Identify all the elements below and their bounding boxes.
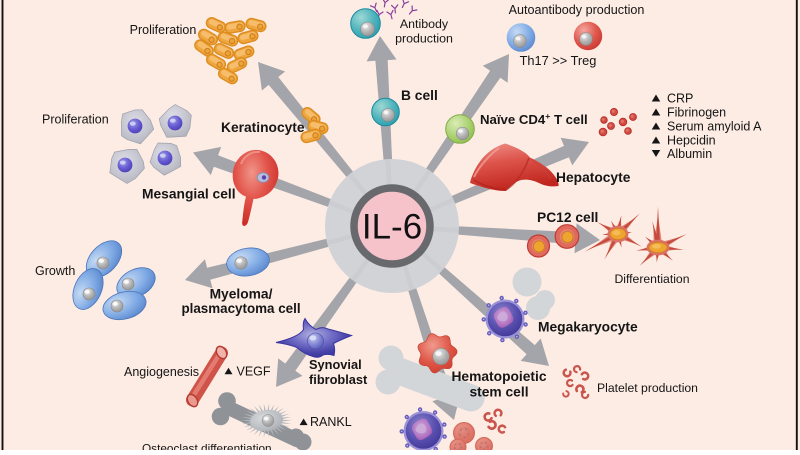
svg-text:Autoantibody production: Autoantibody production (509, 3, 645, 17)
svg-text:Fibrinogen: Fibrinogen (667, 105, 726, 119)
svg-text:Naïve CD4+ T cell: Naïve CD4+ T cell (480, 111, 588, 127)
svg-text:RANKL: RANKL (310, 415, 352, 429)
svg-text:Osteoclast differentiation: Osteoclast differentiation (142, 442, 272, 451)
svg-text:Hepatocyte: Hepatocyte (556, 170, 631, 185)
svg-text:PC12 cell: PC12 cell (537, 210, 598, 225)
svg-text:stem cell: stem cell (469, 385, 528, 400)
svg-text:Albumin: Albumin (667, 147, 712, 161)
svg-text:VEGF: VEGF (237, 365, 271, 379)
svg-text:B cell: B cell (401, 88, 438, 103)
svg-text:CRP: CRP (667, 91, 693, 105)
svg-text:IL-6: IL-6 (362, 208, 422, 247)
svg-text:Angiogenesis: Angiogenesis (124, 365, 199, 379)
svg-text:Myeloma/: Myeloma/ (210, 287, 273, 302)
svg-text:Growth: Growth (35, 264, 75, 278)
svg-text:Antibody: Antibody (400, 17, 449, 31)
svg-text:Serum amyloid A: Serum amyloid A (667, 119, 762, 133)
svg-text:Hepcidin: Hepcidin (667, 133, 716, 147)
svg-text:Proliferation: Proliferation (42, 113, 109, 127)
svg-text:Proliferation: Proliferation (130, 23, 197, 37)
svg-text:Mesangial cell: Mesangial cell (142, 187, 236, 202)
svg-text:plasmacytoma cell: plasmacytoma cell (181, 301, 300, 316)
svg-text:Synovial: Synovial (309, 357, 362, 372)
svg-text:Th17 >> Treg: Th17 >> Treg (520, 53, 597, 68)
svg-text:Megakaryocyte: Megakaryocyte (538, 320, 638, 335)
svg-text:Differentiation: Differentiation (615, 272, 690, 286)
svg-text:production: production (395, 32, 453, 46)
svg-text:Keratinocyte: Keratinocyte (221, 120, 305, 135)
svg-text:Platelet production: Platelet production (597, 381, 698, 395)
svg-text:fibroblast: fibroblast (309, 372, 368, 387)
svg-text:Hematopoietic: Hematopoietic (451, 369, 546, 384)
